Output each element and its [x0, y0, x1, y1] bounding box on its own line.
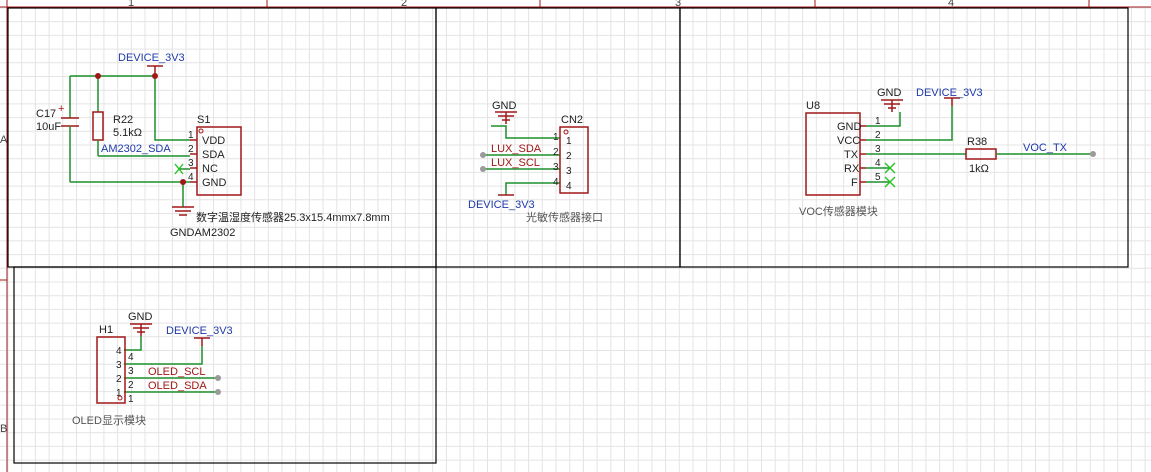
- oled-block: GND DEVICE_3V3 OLED_SCL OLED_SDA H1 4433…: [72, 311, 233, 427]
- vdd-wire[interactable]: [70, 75, 190, 141]
- light-supply-label: DEVICE_3V3: [468, 199, 535, 211]
- voc-tx-label: VOC_TX: [1023, 142, 1068, 154]
- svg-text:+: +: [58, 103, 64, 115]
- voc-block-frame: [679, 7, 1129, 268]
- ruler-letter-a: A: [0, 134, 8, 146]
- connector-pin-number-outer: 1: [553, 132, 559, 143]
- capacitor-ref: C17: [36, 108, 56, 120]
- voc-pin-name: VCC: [837, 135, 860, 147]
- connector-pin-number-outer: 2: [553, 147, 559, 158]
- connector-pin-number-inner: 1: [566, 136, 572, 147]
- oled-pin-number-inner: 1: [128, 394, 134, 405]
- voc-resistor-ref: R38: [967, 136, 987, 148]
- sensor-gnd-label: GNDAM2302: [170, 227, 235, 239]
- oled-gnd-wire[interactable]: [124, 336, 142, 351]
- light-supply-wire[interactable]: [505, 182, 560, 195]
- voc-pin-name: RX: [844, 163, 860, 175]
- connector-ref: CN2: [561, 114, 583, 126]
- sensor-block: DEVICE_3V3 + C17 10uF R22 5.1kΩ AM2302_S…: [36, 52, 390, 239]
- oled-pin-number-outer: 3: [116, 360, 122, 371]
- sensor-pin-number: 4: [188, 172, 194, 183]
- lux-sda-label: LUX_SDA: [491, 143, 542, 155]
- voc-pin-name: GND: [837, 121, 862, 133]
- light-gnd-label: GND: [492, 100, 517, 112]
- resistor-r22: [92, 111, 104, 141]
- voc-pin-number: 1: [875, 116, 881, 127]
- left-ruler: A B: [0, 0, 8, 472]
- voc-block-title: VOC传感器模块: [799, 205, 878, 218]
- sda-net-label: AM2302_SDA: [101, 143, 171, 155]
- oled-part-ref: H1: [99, 324, 113, 336]
- oled-pin-number-inner: 4: [128, 352, 134, 363]
- sensor-pin-name: NC: [202, 163, 218, 175]
- voc-pin-number: 3: [875, 144, 881, 155]
- oled-pin-number-outer: 1: [116, 388, 122, 399]
- top-ruler: 1 2 3 4: [0, 0, 1151, 9]
- sensor-pin-number: 1: [188, 130, 194, 141]
- oled-pin-number-outer: 2: [116, 374, 122, 385]
- resistor-ref: R22: [113, 114, 133, 126]
- sensor-s1-body: [196, 126, 242, 196]
- ruler-number-3: 3: [675, 0, 681, 9]
- lux-scl-label: LUX_SCL: [491, 157, 540, 169]
- sensor-pin-number: 2: [188, 144, 194, 155]
- ruler-number-4: 4: [948, 0, 954, 9]
- light-block-title: 光敏传感器接口: [526, 210, 603, 224]
- oled-h1-body: [96, 336, 126, 404]
- oled-pin-number-inner: 3: [128, 366, 134, 377]
- sensor-part-ref: S1: [197, 114, 210, 126]
- voc-gnd-wire[interactable]: [866, 112, 901, 127]
- voc-pin-name: TX: [844, 149, 859, 161]
- oled-gnd-label: GND: [128, 311, 153, 323]
- sensor-description: 数字温湿度传感器25.3x15.4mmx7.8mm: [196, 210, 390, 224]
- light-gnd-wire[interactable]: [491, 125, 560, 139]
- connector-pin-number-outer: 4: [553, 177, 559, 188]
- oled-supply-wire[interactable]: [124, 346, 203, 365]
- oled-block-title: OLED显示模块: [72, 414, 146, 427]
- voc-resistor-value: 1kΩ: [969, 163, 989, 175]
- ruler-letter-b: B: [0, 423, 7, 435]
- connector-cn2-body: [559, 126, 589, 194]
- voc-pin-number: 5: [875, 172, 881, 183]
- voc-supply-label: DEVICE_3V3: [916, 87, 983, 99]
- oled-pin-number-outer: 4: [116, 346, 122, 357]
- sensor-pin-name: VDD: [202, 135, 225, 147]
- connector-pin-number-outer: 3: [553, 162, 559, 173]
- resistor-value: 5.1kΩ: [113, 127, 142, 139]
- oled-pin-number-inner: 2: [128, 380, 134, 391]
- sensor-pin-name: GND: [202, 177, 227, 189]
- voc-part-ref: U8: [806, 100, 820, 112]
- voc-gnd-label: GND: [877, 87, 902, 99]
- sensor-pin-number: 3: [188, 158, 194, 169]
- oled-scl-label: OLED_SCL: [148, 366, 205, 378]
- voc-supply-wire[interactable]: [866, 106, 953, 141]
- sensor-supply-label: DEVICE_3V3: [118, 52, 185, 64]
- voc-block: GND DEVICE_3V3 R38 1kΩ VOC_TX U8 1 GND 2 VC…: [799, 87, 1096, 218]
- oled-block-frame: [13, 266, 437, 464]
- voc-pin-number: 2: [875, 130, 881, 141]
- ruler-number-2: 2: [401, 0, 407, 9]
- sensor-pin-name: SDA: [202, 149, 225, 161]
- background-grid: [0, 7, 1151, 472]
- voc-pin-name: F: [851, 177, 858, 189]
- connector-pin-number-inner: 2: [566, 151, 572, 162]
- connector-pin-number-inner: 3: [566, 166, 572, 177]
- capacitor-value: 10uF: [36, 121, 61, 133]
- voc-pin-number: 4: [875, 158, 881, 169]
- ruler-number-1: 1: [128, 0, 134, 9]
- oled-sda-label: OLED_SDA: [148, 380, 207, 392]
- connector-pin-number-inner: 4: [566, 181, 572, 192]
- oled-supply-label: DEVICE_3V3: [166, 325, 233, 337]
